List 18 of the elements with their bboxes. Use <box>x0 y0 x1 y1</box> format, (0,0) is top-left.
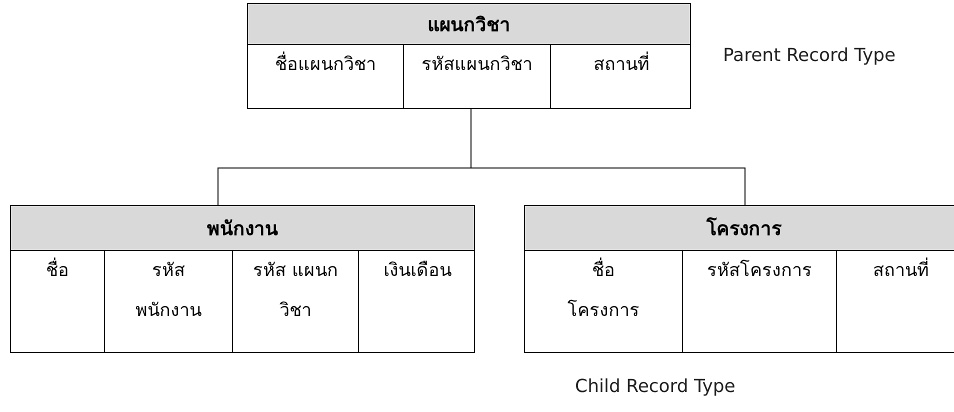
caption-label: Child Record Type <box>575 376 736 397</box>
field-cell: รหัส แผนกวิชา <box>232 251 358 352</box>
record-name: พนักงาน <box>207 217 278 242</box>
field-cell: รหัสแผนกวิชา <box>403 45 550 108</box>
field-cell: ชื่อแผนกวิชา <box>248 45 403 108</box>
caption-label: Parent Record Type <box>723 45 896 66</box>
record-table <box>10 205 475 353</box>
record-name: โครงการ <box>706 216 782 242</box>
field-cell: รหัสโครงการ <box>682 251 836 352</box>
field-cell: เงินเดือน <box>358 251 476 352</box>
field-cell: ชื่อ โครงการ <box>525 251 682 352</box>
record-table <box>247 3 691 109</box>
field-cell: สถานที่ <box>836 251 954 352</box>
record-table <box>524 205 954 353</box>
field-cell: ชื่อ <box>11 251 104 352</box>
field-cell: รหัส พนักงาน <box>104 251 232 352</box>
field-cell: สถานที่ <box>550 45 692 108</box>
record-name: แผนกวิชา <box>428 13 510 38</box>
